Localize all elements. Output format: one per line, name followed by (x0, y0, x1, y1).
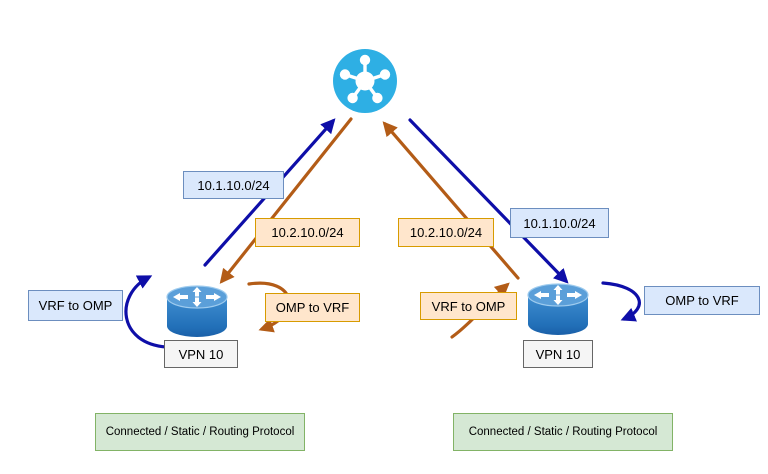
hub-network-icon (339, 54, 391, 104)
arrow-left-receive-down (219, 117, 353, 284)
subnet-label-right-received: 10.1.10.0/24 (510, 208, 609, 238)
arrow-right-receive-down (408, 118, 569, 284)
omp-to-vrf-label-left: OMP to VRF (265, 293, 360, 322)
vrf-to-omp-label-right: VRF to OMP (420, 292, 517, 320)
vpn-label-left: VPN 10 (164, 340, 238, 368)
omp-to-vrf-label-right: OMP to VRF (644, 286, 760, 315)
controller-node (333, 49, 397, 113)
subnet-label-right-advertised: 10.2.10.0/24 (398, 218, 494, 247)
arrow-right-omp-to-vrf (601, 281, 641, 322)
router-icon (527, 283, 589, 336)
router-icon (166, 285, 228, 338)
subnet-label-left-advertised: 10.1.10.0/24 (183, 171, 284, 199)
route-sources-label-right: Connected / Static / Routing Protocol (453, 413, 673, 451)
vrf-to-omp-label-left: VRF to OMP (28, 290, 123, 321)
arrow-left-vrf-to-omp (124, 275, 169, 349)
edge-router-right (527, 283, 589, 336)
vpn-label-right: VPN 10 (523, 340, 593, 368)
edge-router-left (166, 285, 228, 338)
arrow-right-advertise-up (382, 121, 520, 280)
subnet-label-left-received: 10.2.10.0/24 (255, 218, 360, 247)
route-sources-label-left: Connected / Static / Routing Protocol (95, 413, 305, 451)
